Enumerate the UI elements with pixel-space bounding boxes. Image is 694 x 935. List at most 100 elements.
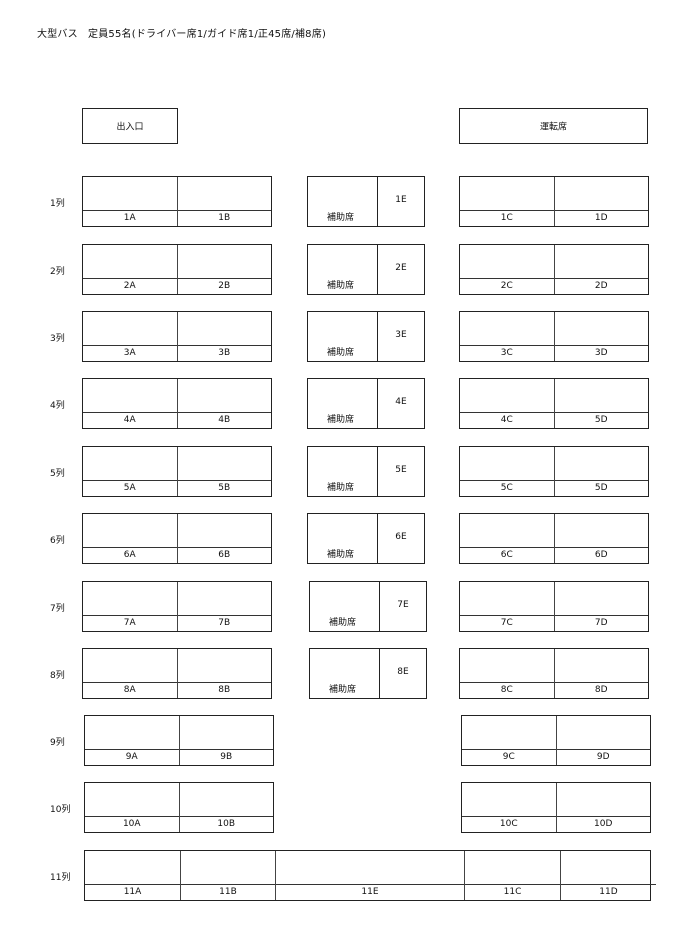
seat-space[interactable]	[178, 379, 272, 412]
seat[interactable]: 4A	[83, 379, 177, 428]
seat[interactable]: 6C	[460, 514, 554, 563]
seat[interactable]: 10A	[85, 783, 179, 832]
seat[interactable]: 2C	[460, 245, 554, 294]
seat-space[interactable]	[83, 379, 177, 412]
seat[interactable]: 9B	[178, 716, 274, 765]
seat-space[interactable]	[462, 716, 556, 749]
seat-space[interactable]	[83, 649, 177, 682]
seat-space[interactable]	[460, 245, 554, 278]
seat[interactable]: 8B	[176, 649, 272, 698]
seat-space[interactable]	[555, 177, 649, 210]
seat[interactable]: 5D	[553, 379, 649, 428]
seat-number: 6A	[83, 547, 177, 563]
seat-space[interactable]	[460, 312, 554, 345]
seat[interactable]: 3D	[553, 312, 649, 361]
seat[interactable]: 8C	[460, 649, 554, 698]
seat-space[interactable]	[178, 649, 272, 682]
seat[interactable]: 10C	[462, 783, 556, 832]
seat[interactable]: 9A	[85, 716, 179, 765]
seat[interactable]: 10B	[178, 783, 274, 832]
seat[interactable]: 9D	[555, 716, 651, 765]
seat-space[interactable]	[181, 851, 275, 884]
seat-space[interactable]	[555, 649, 649, 682]
seat-space[interactable]	[460, 582, 554, 615]
seat-space[interactable]	[555, 312, 649, 345]
seat-space[interactable]	[178, 514, 272, 547]
seat-space[interactable]	[555, 447, 649, 480]
seat[interactable]: 11B	[180, 851, 275, 900]
seat-space[interactable]	[180, 783, 274, 816]
seat[interactable]: 5A	[83, 447, 177, 496]
seat-space[interactable]	[83, 514, 177, 547]
seat-space[interactable]	[83, 582, 177, 615]
seat[interactable]: 1C	[460, 177, 554, 226]
seat[interactable]: 8A	[83, 649, 177, 698]
seat-space[interactable]	[85, 851, 180, 884]
seat-space[interactable]	[555, 582, 649, 615]
seat-space[interactable]	[555, 514, 649, 547]
seat-space[interactable]	[83, 447, 177, 480]
seat-space[interactable]	[178, 582, 272, 615]
seat[interactable]: 7A	[83, 582, 177, 631]
seat-space[interactable]	[465, 851, 560, 884]
seat-number: 3B	[177, 345, 271, 361]
seat-space[interactable]	[460, 447, 554, 480]
seat[interactable]: 5B	[176, 447, 272, 496]
seat[interactable]: 6B	[176, 514, 272, 563]
seat[interactable]: 9C	[462, 716, 556, 765]
seat[interactable]: 3B	[176, 312, 272, 361]
seat[interactable]: 6D	[553, 514, 649, 563]
seat[interactable]: 2B	[176, 245, 272, 294]
seat-space[interactable]	[460, 514, 554, 547]
seat-space[interactable]	[557, 783, 651, 816]
seat-space[interactable]	[460, 177, 554, 210]
seat-space[interactable]	[83, 245, 177, 278]
seat[interactable]: 10D	[555, 783, 651, 832]
seat-space[interactable]	[83, 177, 177, 210]
seat[interactable]: 4B	[176, 379, 272, 428]
seat[interactable]: 2D	[553, 245, 649, 294]
seat-space[interactable]	[460, 649, 554, 682]
seat[interactable]: 2A	[83, 245, 177, 294]
seat[interactable]: 4C	[460, 379, 554, 428]
seat-space[interactable]	[178, 245, 272, 278]
seat-space[interactable]	[462, 783, 556, 816]
seat-space[interactable]	[555, 245, 649, 278]
seat[interactable]: 11A	[85, 851, 180, 900]
seat[interactable]: 7D	[553, 582, 649, 631]
seat[interactable]: 5D	[553, 447, 649, 496]
seat-space[interactable]	[85, 716, 179, 749]
seat-space[interactable]	[85, 783, 179, 816]
seat[interactable]: 6A	[83, 514, 177, 563]
seat[interactable]: 3C	[460, 312, 554, 361]
seat-space[interactable]	[180, 716, 274, 749]
seat-space[interactable]	[555, 379, 649, 412]
seat-space[interactable]	[557, 716, 651, 749]
seat[interactable]: 8D	[553, 649, 649, 698]
seat-space[interactable]	[178, 312, 272, 345]
seat-space[interactable]	[460, 379, 554, 412]
seat[interactable]: 11D	[560, 851, 656, 900]
seat[interactable]: 3A	[83, 312, 177, 361]
seat[interactable]: 7B	[176, 582, 272, 631]
seat[interactable]: 11C	[464, 851, 560, 900]
seat-space[interactable]	[178, 447, 272, 480]
seat-space[interactable]	[178, 177, 272, 210]
seat[interactable]: 1D	[553, 177, 649, 226]
seat-space[interactable]	[561, 851, 656, 884]
seat[interactable]: 1A	[83, 177, 177, 226]
seat[interactable]: 7C	[460, 582, 554, 631]
seat-space[interactable]	[83, 312, 177, 345]
seat[interactable]: 5C	[460, 447, 554, 496]
seat-space[interactable]	[276, 851, 464, 884]
seat[interactable]: 1B	[176, 177, 272, 226]
seat[interactable]: 11E	[275, 851, 464, 900]
